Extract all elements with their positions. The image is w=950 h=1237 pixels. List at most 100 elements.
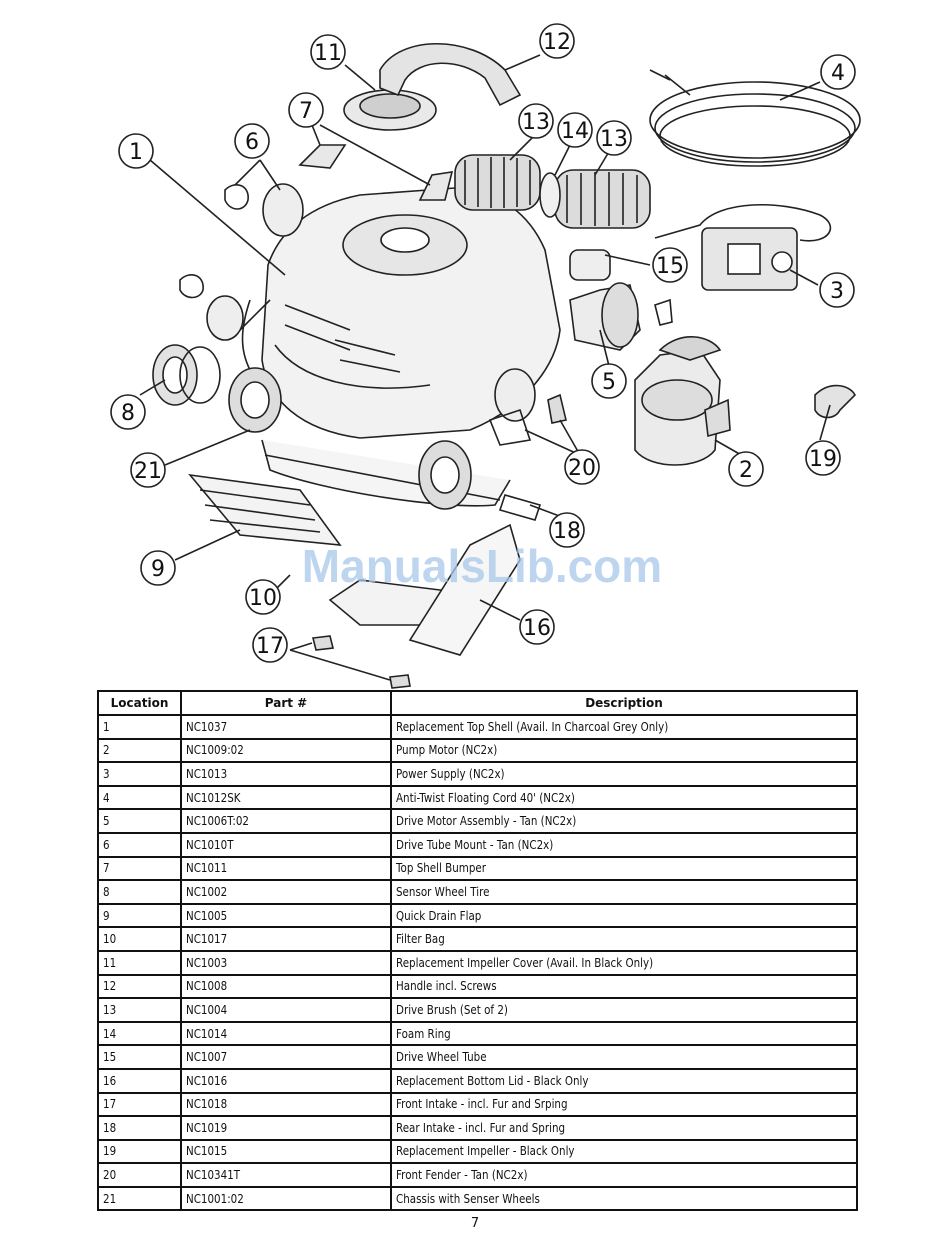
cell-part-number-text: NC1019 [186,1120,228,1135]
cell-location: 16 [97,1067,182,1094]
cell-part-number-text: NC1007 [186,1050,228,1065]
callout-2: 2 [728,451,764,487]
cell-description: Drive Brush (Set of 2) [390,997,858,1023]
cell-description-text: Replacement Impeller Cover (Avail. In Bl… [396,955,654,970]
cell-description-text: Drive Wheel Tube [396,1050,487,1065]
callout-13a: 13 [518,103,554,139]
cell-location-text: 3 [103,766,110,781]
cell-part-number-text: NC1004 [186,1002,228,1017]
cell-description-text: Rear Intake - incl. Fur and Spring [396,1120,566,1135]
cell-location-text: 19 [103,1144,117,1159]
cell-description: Front Fender - Tan (NC2x) [390,1162,858,1188]
cell-location: 11 [97,949,182,976]
cell-location: 10 [97,926,182,952]
cell-part-number-text: NC1003 [186,955,228,970]
cell-description: Sensor Wheel Tire [390,879,858,905]
cell-location-text: 20 [103,1168,117,1183]
cell-part-number: NC1018 [180,1091,392,1118]
cell-location: 3 [97,761,182,787]
cell-location-text: 11 [103,955,117,970]
cell-location-text: 7 [103,861,110,876]
callout-8: 8 [110,394,146,430]
cell-part-number-text: NC10341T [186,1168,241,1183]
cell-location: 8 [97,879,182,905]
table-header-row: Location Part # Description [97,690,858,716]
cell-location-text: 17 [103,1097,117,1112]
cell-location-text: 8 [103,884,110,899]
table-row: 6 NC1010T Drive Tube Mount - Tan (NC2x) [97,831,858,858]
page-number: 7 [470,1216,480,1231]
callout-6: 6 [234,123,270,159]
cell-location: 17 [97,1091,182,1118]
callout-1: 1 [118,133,154,169]
svg-text:7: 7 [299,99,313,124]
cell-part-number-text: NC1006T:02 [186,814,249,829]
svg-text:13: 13 [600,127,628,152]
cell-location: 14 [97,1020,182,1047]
cell-part-number: NC1005 [180,902,392,929]
cell-location-text: 1 [103,719,110,734]
callout-14: 14 [557,112,593,148]
cell-description: Rear Intake - incl. Fur and Spring [390,1115,858,1141]
cell-description-text: Replacement Top Shell (Avail. In Charcoa… [396,719,669,734]
table-body: 1 NC1037 Replacement Top Shell (Avail. In … [97,714,858,1212]
cell-description: Anti-Twist Floating Cord 40' (NC2x) [390,784,858,811]
callout-labels: 1 2 3 4 5 6 7 8 9 10 11 12 13 13 14 15 1… [110,23,856,663]
svg-text:18: 18 [553,519,581,544]
cell-part-number-text: NC1013 [186,766,228,781]
callout-5: 5 [591,363,627,399]
cell-location-text: 10 [103,932,117,947]
cell-part-number-text: NC1011 [186,861,228,876]
cell-part-number: NC1015 [180,1138,392,1165]
callout-4: 4 [820,54,856,90]
cell-description: Power Supply (NC2x) [390,761,858,787]
cell-location: 9 [97,902,182,929]
callout-13b: 13 [596,120,632,156]
svg-text:5: 5 [602,370,616,395]
cell-part-number: NC1012SK [180,784,392,811]
cell-location-text: 21 [103,1191,117,1206]
svg-text:8: 8 [121,401,135,426]
cell-location-text: 9 [103,908,110,923]
cell-part-number-text: NC1001:02 [186,1191,244,1206]
svg-text:16: 16 [523,616,551,641]
cell-description: Replacement Bottom Lid - Black Only [390,1067,858,1094]
svg-text:14: 14 [561,119,589,144]
cell-part-number-text: NC1005 [186,908,228,923]
cell-location-text: 16 [103,1073,117,1088]
cell-description: Top Shell Bumper [390,855,858,882]
table-row: 20 NC10341T Front Fender - Tan (NC2x) [97,1162,858,1188]
cell-description-text: Pump Motor (NC2x) [396,743,498,758]
cell-description-text: Drive Tube Mount - Tan (NC2x) [396,837,554,852]
callout-19: 19 [805,440,841,476]
cell-part-number: NC1016 [180,1067,392,1094]
diagram-artwork [139,43,861,689]
cell-part-number: NC1009:02 [180,737,392,764]
cell-location: 19 [97,1138,182,1165]
svg-text:1: 1 [129,140,143,165]
cell-location-text: 6 [103,837,110,852]
cell-part-number: NC1004 [180,997,392,1023]
svg-text:12: 12 [543,30,571,55]
cell-part-number: NC1013 [180,761,392,787]
exploded-parts-diagram: 1 2 3 4 5 6 7 8 9 10 11 12 13 13 14 15 1… [110,23,861,689]
cell-part-number: NC1002 [180,879,392,905]
cell-location-text: 4 [103,790,110,805]
cell-part-number: NC1037 [180,714,392,740]
cell-description-text: Chassis with Senser Wheels [396,1191,540,1206]
cell-part-number-text: NC1014 [186,1026,228,1041]
cell-part-number: NC1011 [180,855,392,882]
cell-description: Foam Ring [390,1020,858,1047]
cell-location: 12 [97,973,182,1000]
cell-part-number: NC1010T [180,831,392,858]
cell-part-number-text: NC1012SK [186,790,241,805]
cell-description: Replacement Impeller - Black Only [390,1138,858,1165]
svg-text:17: 17 [256,634,284,659]
cell-part-number-text: NC1017 [186,932,228,947]
cell-description: Replacement Top Shell (Avail. In Charcoa… [390,714,858,740]
